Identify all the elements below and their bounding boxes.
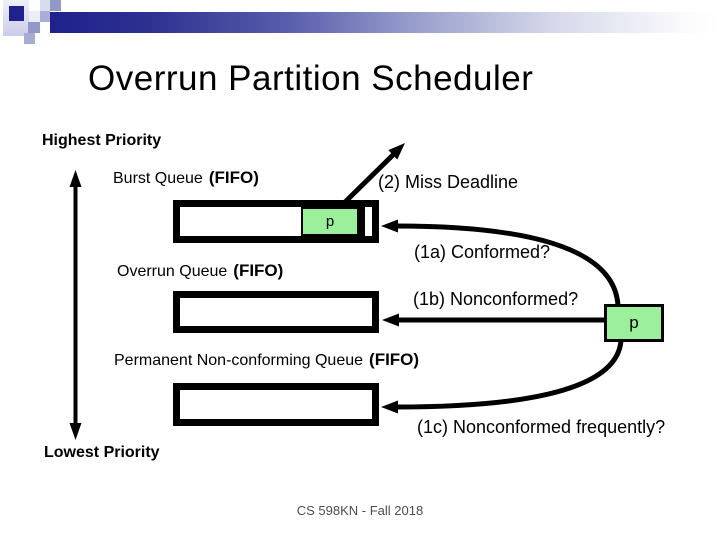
overrun-queue-policy: (FIFO): [233, 261, 284, 280]
partition-label: p: [325, 213, 335, 230]
decor-square: [40, 11, 50, 22]
nonconformed-frequently-label: (1c) Nonconformed frequently?: [417, 417, 666, 437]
nonconformed-label: (1b) Nonconformed?: [413, 289, 579, 309]
highest-priority-label: Highest Priority: [42, 132, 162, 149]
overrun-queue-box: [173, 291, 379, 333]
queue-slot-divider: [359, 207, 365, 236]
partition-cell-evaluated: p: [604, 304, 664, 342]
miss-deadline-arrow: [339, 143, 405, 208]
decor-square: [50, 0, 61, 11]
conformed-arrow: [381, 219, 621, 307]
header-gradient-bar: [50, 12, 720, 33]
overrun-queue-label: Overrun Queue (FIFO): [117, 261, 283, 281]
decor-square: [40, 0, 50, 11]
permanent-queue-box: [173, 383, 379, 426]
partition-label: p: [629, 313, 639, 332]
permanent-queue-label: Permanent Non-conforming Queue (FIFO): [114, 350, 419, 370]
decor-square: [29, 11, 40, 22]
overrun-queue-name: Overrun Queue: [117, 263, 228, 280]
nonconformed-arrow: [382, 313, 604, 327]
decor-square: [28, 22, 40, 33]
decor-square: [24, 33, 35, 44]
priority-axis-arrow: [69, 170, 82, 440]
miss-deadline-label: (2) Miss Deadline: [378, 172, 519, 192]
slide-footer: CS 598KN - Fall 2018: [296, 503, 424, 518]
burst-queue-name: Burst Queue: [113, 170, 203, 187]
nonconformed-frequently-arrow: [381, 339, 624, 414]
burst-queue-policy: (FIFO): [208, 168, 259, 187]
slide-title: Overrun Partition Scheduler: [88, 59, 534, 98]
partition-cell-in-burst-queue: p: [301, 207, 359, 236]
burst-queue-label: Burst Queue (FIFO): [113, 168, 259, 188]
decor-square-navy: [9, 6, 24, 21]
permanent-queue-policy: (FIFO): [369, 350, 420, 369]
permanent-queue-name: Permanent Non-conforming Queue: [114, 352, 364, 369]
conformed-label: (1a) Conformed?: [414, 242, 551, 262]
lowest-priority-label: Lowest Priority: [44, 444, 160, 461]
